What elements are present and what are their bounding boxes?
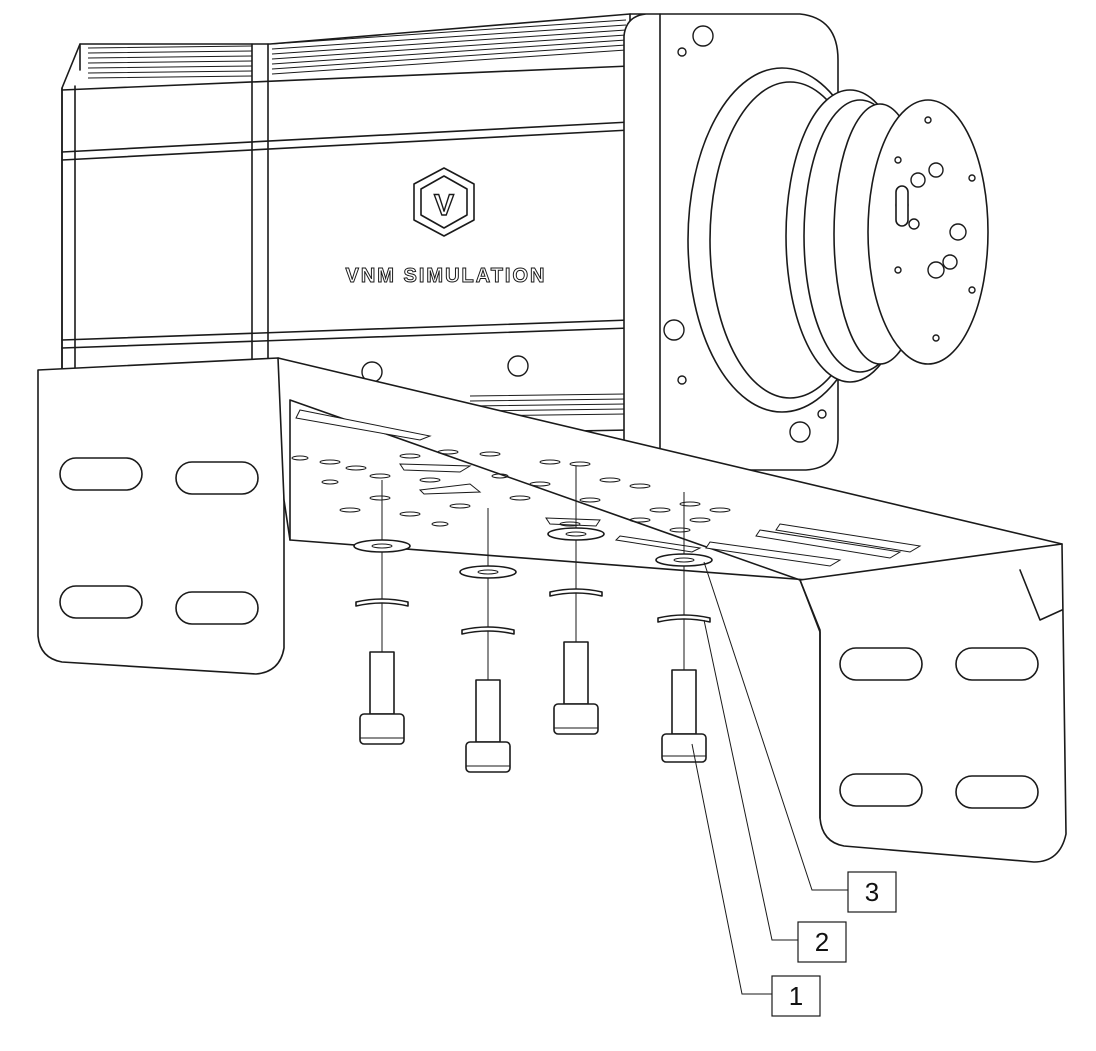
bolt-head: [553, 703, 599, 735]
bracket-right-plate: [799, 543, 1067, 863]
bolt-head: [465, 741, 511, 773]
bolt-shank: [671, 669, 697, 735]
flange-mount-hole: [789, 421, 811, 443]
flat-washer: [655, 553, 713, 567]
spring-washer: [549, 588, 603, 597]
flange-mount-hole: [663, 319, 685, 341]
housing-screw-hole: [507, 355, 529, 377]
callout-3: 3: [847, 871, 897, 913]
flat-washer: [353, 539, 411, 553]
callout-2: 2: [797, 921, 847, 963]
mounting-bracket: [37, 357, 1067, 863]
bracket-slot: [839, 773, 923, 807]
flat-washer: [459, 565, 517, 579]
callout-label: 3: [865, 877, 879, 907]
flat-washer: [547, 527, 605, 541]
callout-1: 1: [771, 975, 821, 1017]
callout-leaders: [691, 561, 848, 995]
bracket-slot: [955, 775, 1039, 809]
cooling-fins-bottom: [469, 393, 627, 417]
motor-shaft-assembly: [687, 67, 989, 413]
callout-label: 2: [815, 927, 829, 957]
bolt-head: [359, 713, 405, 745]
brand-logo: V VNM SIMULATION: [345, 167, 547, 288]
bracket-top-slot-pattern: [291, 409, 922, 567]
bolt-shank: [369, 651, 395, 715]
bracket-slot: [955, 647, 1039, 681]
bracket-slot: [59, 457, 143, 491]
bracket-slot: [175, 591, 259, 625]
fastener-stack-3: [547, 466, 605, 735]
flange-mount-hole: [692, 25, 714, 47]
fastener-stack-4: [655, 492, 713, 763]
logo-letter: V: [434, 189, 454, 222]
bolt-shank: [475, 679, 501, 743]
bracket-slot: [839, 647, 923, 681]
spring-washer: [461, 626, 515, 635]
fastener-stack-2: [459, 508, 517, 773]
bracket-left-plate: [37, 357, 285, 675]
bolt-head: [661, 733, 707, 763]
fastener-stack-1: [353, 480, 411, 745]
spring-washer: [657, 614, 711, 623]
cooling-fins-top: [87, 19, 627, 79]
bracket-slot: [175, 461, 259, 495]
bracket-slot: [59, 585, 143, 619]
spring-washer: [355, 598, 409, 607]
brand-name: VNM SIMULATION: [346, 265, 547, 287]
callout-label: 1: [789, 981, 803, 1011]
bolt-shank: [563, 641, 589, 705]
